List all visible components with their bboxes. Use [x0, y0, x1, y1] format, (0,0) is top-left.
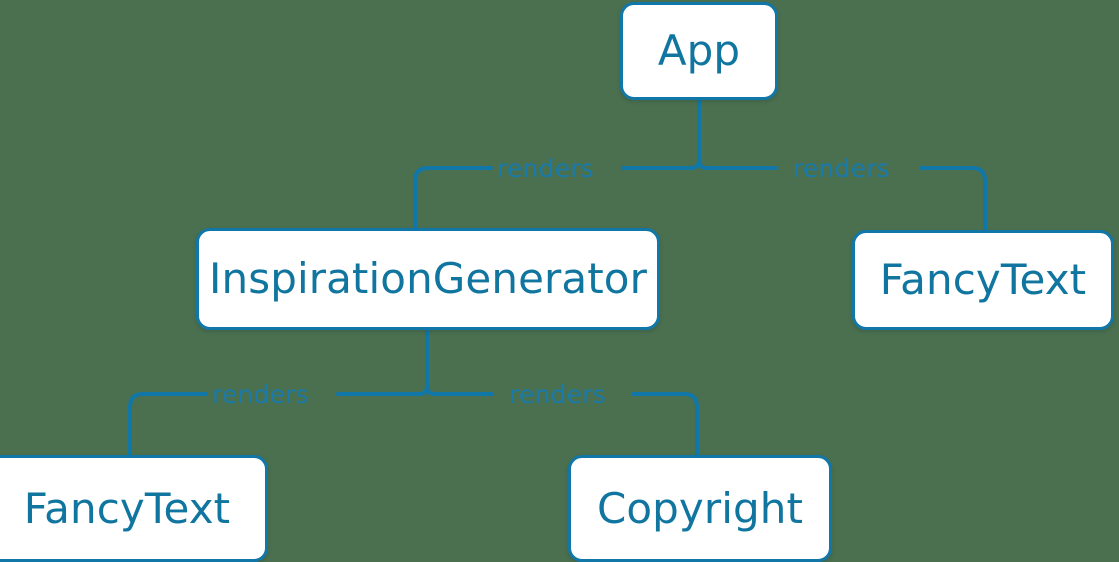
edge-inspgen-to-copyright-b — [631, 392, 699, 457]
edge-label-inspgen-to-copyright: renders — [509, 380, 606, 409]
node-fancytext-left[interactable]: FancyText — [0, 455, 268, 562]
edge-app-to-fancy-b — [919, 166, 987, 232]
node-inspiration-generator-label: InspirationGenerator — [209, 254, 647, 303]
edge-inspgen-to-copyright-a — [425, 384, 494, 396]
edge-app-to-inspgen-b — [413, 166, 493, 230]
node-app[interactable]: App — [620, 2, 778, 100]
node-inspiration-generator[interactable]: InspirationGenerator — [196, 228, 660, 330]
node-app-label: App — [657, 26, 741, 75]
edge-label-app-to-fancytext: renders — [793, 154, 890, 183]
edge-app-to-inspgen-a — [621, 158, 701, 170]
edge-label-app-to-inspgen: renders — [497, 154, 594, 183]
node-copyright-label: Copyright — [596, 483, 804, 533]
node-fancytext-right-label: FancyText — [879, 255, 1087, 304]
edge-inspgen-to-fancy-b — [128, 392, 208, 457]
node-fancytext-right[interactable]: FancyText — [852, 230, 1114, 330]
edge-label-inspgen-to-fancytext: renders — [212, 380, 309, 409]
edge-app-to-fancy-a — [697, 158, 778, 170]
node-copyright[interactable]: Copyright — [568, 455, 832, 562]
node-fancytext-left-label: FancyText — [23, 483, 231, 533]
edge-inspgen-to-fancy-a — [336, 384, 429, 396]
